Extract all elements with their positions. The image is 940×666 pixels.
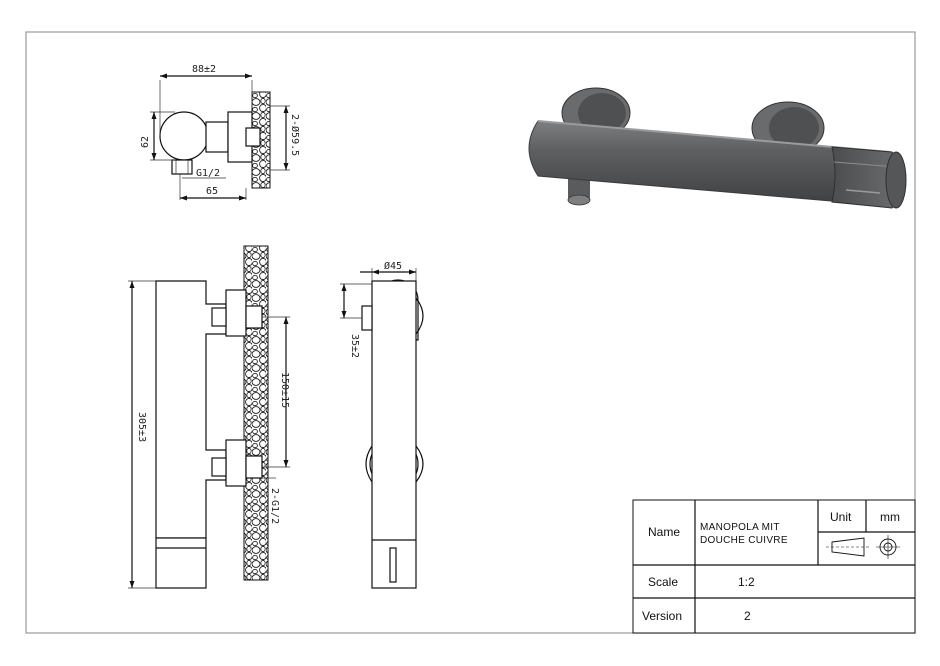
- product-render: [512, 60, 910, 232]
- front-view: 305±3 150±15 2-G1/2: [128, 245, 290, 589]
- dim-top-connection: G1/2: [196, 168, 220, 179]
- front-view-wall: [243, 245, 269, 581]
- dim-front-height: 305±3: [136, 412, 147, 442]
- side-view: Ø45 35±2: [340, 260, 424, 589]
- title-unit-value: mm: [880, 510, 900, 524]
- dim-wall-pipes: 2-Ø59.5: [289, 114, 301, 156]
- title-version-label: Version: [642, 609, 682, 623]
- top-view: 88±2 62 2-Ø59.5 G1/2 65: [140, 64, 301, 201]
- dim-top-height: 62: [140, 136, 151, 148]
- title-unit-label: Unit: [830, 510, 852, 524]
- dim-front-spacing: 150±15: [279, 372, 290, 408]
- dim-side-outlet: 35±2: [349, 334, 360, 358]
- dim-side-diameter: Ø45: [384, 260, 402, 272]
- top-view-body: [159, 111, 209, 161]
- title-name-label: Name: [648, 525, 680, 539]
- dim-top-width: 88±2: [192, 64, 216, 75]
- title-scale-label: Scale: [648, 575, 678, 589]
- dim-front-inlets: 2-G1/2: [269, 488, 280, 524]
- title-name-value-line1: MANOPOLA MIT: [700, 522, 780, 533]
- title-block: Name MANOPOLA MIT DOUCHE CUIVRE Unit mm …: [632, 499, 916, 634]
- title-name-value-line2: DOUCHE CUIVRE: [700, 535, 788, 546]
- title-scale-value: 1:2: [738, 575, 755, 589]
- projection-symbol-icon: [826, 535, 900, 559]
- title-version-value: 2: [744, 609, 751, 623]
- dim-top-depth: 65: [206, 186, 218, 197]
